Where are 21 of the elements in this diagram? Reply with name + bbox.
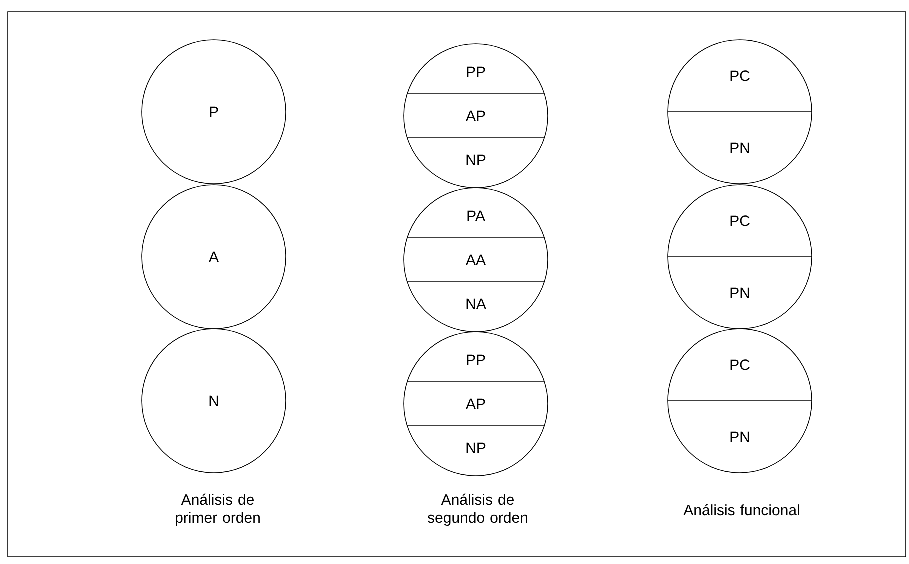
section-label: AP — [466, 110, 486, 122]
section-label: PA — [468, 210, 486, 222]
section-label: PP — [467, 66, 486, 78]
section-label: PC — [730, 216, 750, 226]
section-label: PC — [730, 360, 750, 370]
section-label: NP — [466, 154, 486, 166]
section-label: PN — [730, 142, 750, 154]
section-label: A — [209, 252, 219, 262]
section-label: N — [210, 396, 218, 406]
caption: Análisis de segundo orden — [428, 494, 528, 526]
caption: Análisis funcional — [684, 504, 800, 516]
section-label: NP — [466, 442, 486, 454]
section-label: P — [210, 106, 218, 118]
section-label: AA — [466, 254, 486, 266]
caption: Análisis de primer orden — [176, 494, 260, 526]
section-label: PN — [730, 288, 750, 298]
section-label: AP — [466, 398, 486, 410]
section-label: PP — [467, 354, 486, 366]
section-label: PN — [730, 432, 750, 442]
section-label: NA — [466, 298, 486, 310]
section-label: PC — [730, 70, 750, 82]
